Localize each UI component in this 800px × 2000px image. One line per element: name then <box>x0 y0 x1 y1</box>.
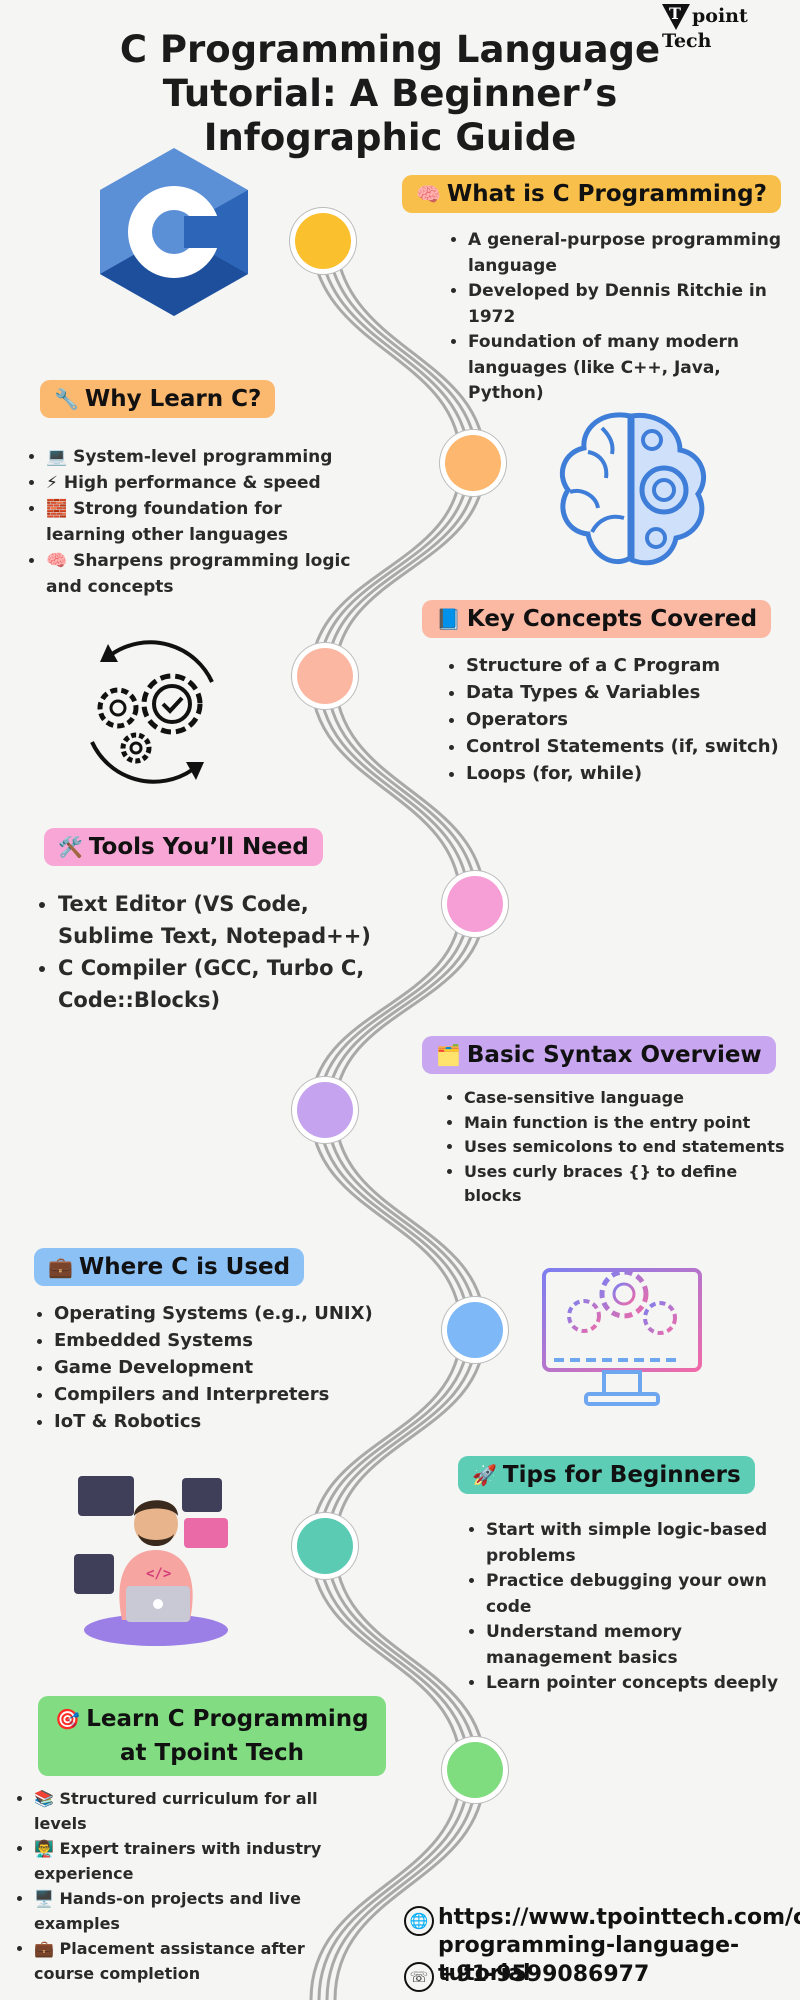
gears-cycle-icon <box>90 640 214 784</box>
timeline-node-6 <box>447 1302 503 1358</box>
list-item: 🧠 Sharpens programming logic and concept… <box>46 548 366 600</box>
list-item: Practice debugging your own code <box>486 1569 800 1620</box>
list-item: Loops (for, while) <box>466 760 800 787</box>
list-item: Main function is the entry point <box>464 1111 794 1136</box>
list-item: 🧱 Strong foundation for learning other l… <box>46 496 366 548</box>
list-item: Text Editor (VS Code, Sublime Text, Note… <box>58 888 388 952</box>
monitor-gears-icon <box>542 1268 702 1406</box>
website-link[interactable]: https://www.tpointtech.com/c-programming… <box>438 1905 800 1986</box>
section-list-syntax: Case-sensitive language Main function is… <box>444 1086 794 1209</box>
list-item: Embedded Systems <box>54 1327 404 1354</box>
section-list-learn: 📚 Structured curriculum for all levels 👨… <box>14 1786 334 1986</box>
section-list-where: Operating Systems (e.g., UNIX) Embedded … <box>34 1300 404 1435</box>
list-item: C Compiler (GCC, Turbo C, Code::Blocks) <box>58 952 388 1016</box>
list-item: 📚 Structured curriculum for all levels <box>34 1786 334 1836</box>
list-item: Understand memory management basics <box>486 1620 800 1671</box>
timeline-node-4 <box>447 876 503 932</box>
section-list-why: 💻 System-level programming ⚡ High perfor… <box>26 444 366 600</box>
section-list-concepts: Structure of a C Program Data Types & Va… <box>446 652 800 787</box>
list-item: Start with simple logic-based problems <box>486 1518 800 1569</box>
list-item: Learn pointer concepts deeply <box>486 1671 800 1697</box>
list-item: Structure of a C Program <box>466 652 800 679</box>
timeline-node-3 <box>297 648 353 704</box>
section-pill-what: 🧠What is C Programming? <box>402 175 781 213</box>
list-item: Case-sensitive language <box>464 1086 794 1111</box>
section-pill-concepts: 📘Key Concepts Covered <box>422 600 772 638</box>
section-list-what: A general-purpose programming language D… <box>448 228 798 407</box>
list-item: Game Development <box>54 1354 404 1381</box>
list-item: 💼 Placement assistance after course comp… <box>34 1936 334 1986</box>
list-item: Compilers and Interpreters <box>54 1381 404 1408</box>
list-item: Operators <box>466 706 800 733</box>
brain-gear-icon <box>560 412 707 566</box>
list-item: Operating Systems (e.g., UNIX) <box>54 1300 404 1327</box>
list-item: Uses curly braces {} to define blocks <box>464 1160 794 1209</box>
list-item: Data Types & Variables <box>466 679 800 706</box>
section-pill-tips: 🚀Tips for Beginners <box>458 1456 755 1494</box>
globe-icon: 🌐 <box>404 1906 434 1936</box>
list-item: ⚡ High performance & speed <box>46 470 366 496</box>
list-item: Control Statements (if, switch) <box>466 733 800 760</box>
section-pill-why: 🔧Why Learn C? <box>40 380 276 418</box>
list-item: Foundation of many modern languages (lik… <box>468 330 798 407</box>
section-pill-syntax: 🗂️Basic Syntax Overview <box>422 1036 776 1074</box>
list-item: Uses semicolons to end statements <box>464 1135 794 1160</box>
list-item: A general-purpose programming language <box>468 228 798 279</box>
phone-icon: ☏ <box>404 1962 434 1992</box>
svg-text:</>: </> <box>146 1566 171 1582</box>
section-pill-where: 💼Where C is Used <box>34 1248 305 1286</box>
list-item: 💻 System-level programming <box>46 444 366 470</box>
timeline-node-5 <box>297 1082 353 1138</box>
phone-number[interactable]: +91-9599086977 <box>438 1962 650 1987</box>
section-list-tools: Text Editor (VS Code, Sublime Text, Note… <box>34 888 388 1016</box>
list-item: IoT & Robotics <box>54 1408 404 1435</box>
timeline-node-2 <box>445 435 501 491</box>
section-list-tips: Start with simple logic-based problems P… <box>466 1518 800 1697</box>
timeline-node-7 <box>297 1518 353 1574</box>
section-pill-tools: 🛠️Tools You’ll Need <box>44 828 323 866</box>
list-item: 🖥️ Hands-on projects and live examples <box>34 1886 334 1936</box>
page-title: C Programming Language Tutorial: A Begin… <box>119 28 661 159</box>
section-pill-learn: 🎯Learn C Programming at Tpoint Tech <box>38 1696 386 1776</box>
c-language-logo-icon <box>100 148 248 316</box>
timeline-node-1 <box>295 213 351 269</box>
list-item: Developed by Dennis Ritchie in 1972 <box>468 279 798 330</box>
developer-illustration-icon: </> <box>74 1476 228 1646</box>
list-item: 👨‍🏫 Expert trainers with industry experi… <box>34 1836 334 1886</box>
timeline-node-8 <box>447 1742 503 1798</box>
